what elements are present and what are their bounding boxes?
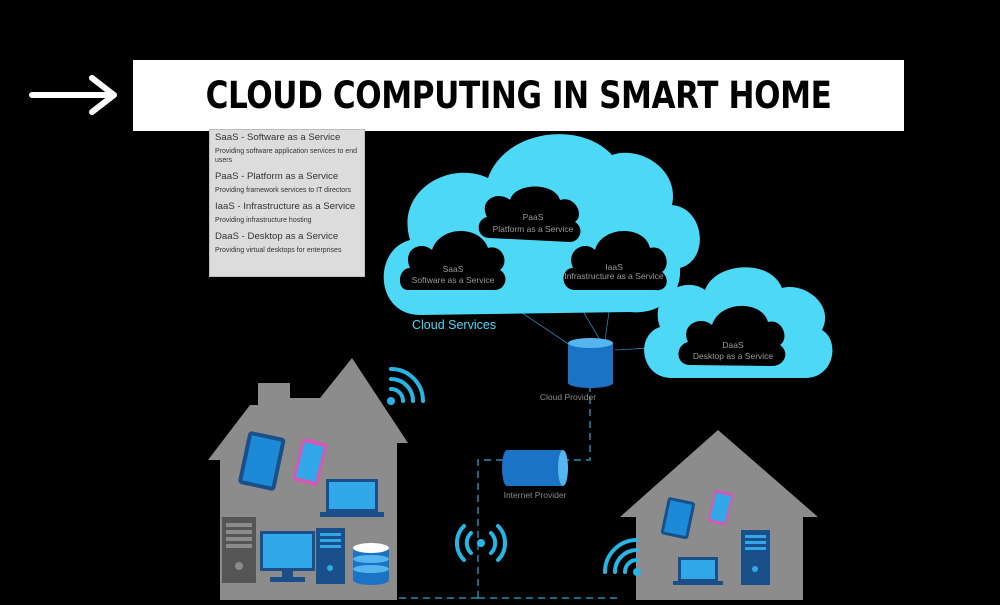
paas-cloud (478, 186, 581, 242)
internet-provider-icon (502, 450, 568, 486)
paas-cloud-name: PaaS (523, 212, 544, 222)
cloud-to-internet-line (566, 385, 591, 461)
right-server-tower-icon (741, 530, 770, 585)
paas-cloud-desc: Platform as a Service (493, 224, 574, 234)
saas-cloud-name: SaaS (443, 264, 464, 274)
legend-item-paas: PaaS - Platform as a Service Providing f… (215, 170, 359, 195)
server-tower-icon (316, 528, 345, 584)
legend-item-description: Providing infrastructure hosting (215, 217, 312, 224)
internet-to-router-line (477, 459, 503, 598)
right-house-wifi-icon (603, 538, 641, 576)
daas-cloud-desc: Desktop as a Service (693, 351, 774, 361)
cloud-services-label: Cloud Services (412, 318, 496, 332)
desktop-tower-icon (222, 517, 256, 583)
phone-icon (292, 438, 328, 486)
legend-item-title: DaaS - Desktop as a Service (215, 231, 339, 242)
legend-item-description: Providing software application services … (215, 148, 358, 164)
legend-item-iaas: IaaS - Infrastructure as a Service Provi… (215, 200, 359, 225)
database-icon (353, 543, 389, 585)
iaas-cloud (563, 230, 667, 291)
left-house (208, 358, 408, 600)
saas-cloud (399, 230, 506, 290)
page-title: CLOUD COMPUTING IN SMART HOME (205, 74, 832, 117)
legend-item-description: Providing framework services to IT direc… (215, 187, 352, 194)
cloud-services-group (383, 134, 833, 378)
right-phone-icon (707, 489, 734, 526)
connection-lines (398, 385, 620, 599)
daas-inner-cloud (678, 305, 786, 366)
laptop-icon (320, 479, 384, 517)
legend-item-daas: DaaS - Desktop as a Service Providing vi… (215, 230, 359, 255)
legend-item-title: PaaS - Platform as a Service (215, 171, 339, 182)
legend-item-saas: SaaS - Software as a Service Providing s… (215, 131, 359, 165)
service-legend: SaaS - Software as a Service Providing s… (209, 129, 365, 277)
iaas-cloud-name: IaaS (605, 262, 623, 272)
right-laptop-icon (673, 557, 723, 585)
iaas-cloud-desc: Infrastructure as a Service (564, 271, 663, 281)
internet-provider-label: Internet Provider (504, 490, 567, 500)
tablet-icon (238, 431, 286, 491)
cloud-labels: PaaS Platform as a Service SaaS Software… (412, 212, 774, 361)
daas-cloud-name: DaaS (722, 340, 744, 350)
legend-item-title: IaaS - Infrastructure as a Service (215, 201, 356, 212)
router-wifi-icon (454, 524, 508, 562)
legend-item-description: Providing virtual desktops for enterpris… (215, 247, 342, 254)
saas-cloud-desc: Software as a Service (412, 275, 495, 285)
right-tablet-icon (660, 497, 696, 540)
cloud-provider-database-icon (568, 338, 613, 388)
left-house-wifi-icon (387, 367, 425, 405)
arrow-right-icon (29, 75, 117, 115)
cloud-provider-label: Cloud Provider (540, 392, 596, 402)
legend-item-title: SaaS - Software as a Service (215, 132, 341, 143)
monitor-icon (260, 531, 315, 582)
title-banner: CLOUD COMPUTING IN SMART HOME (133, 60, 904, 131)
right-house (620, 430, 818, 600)
